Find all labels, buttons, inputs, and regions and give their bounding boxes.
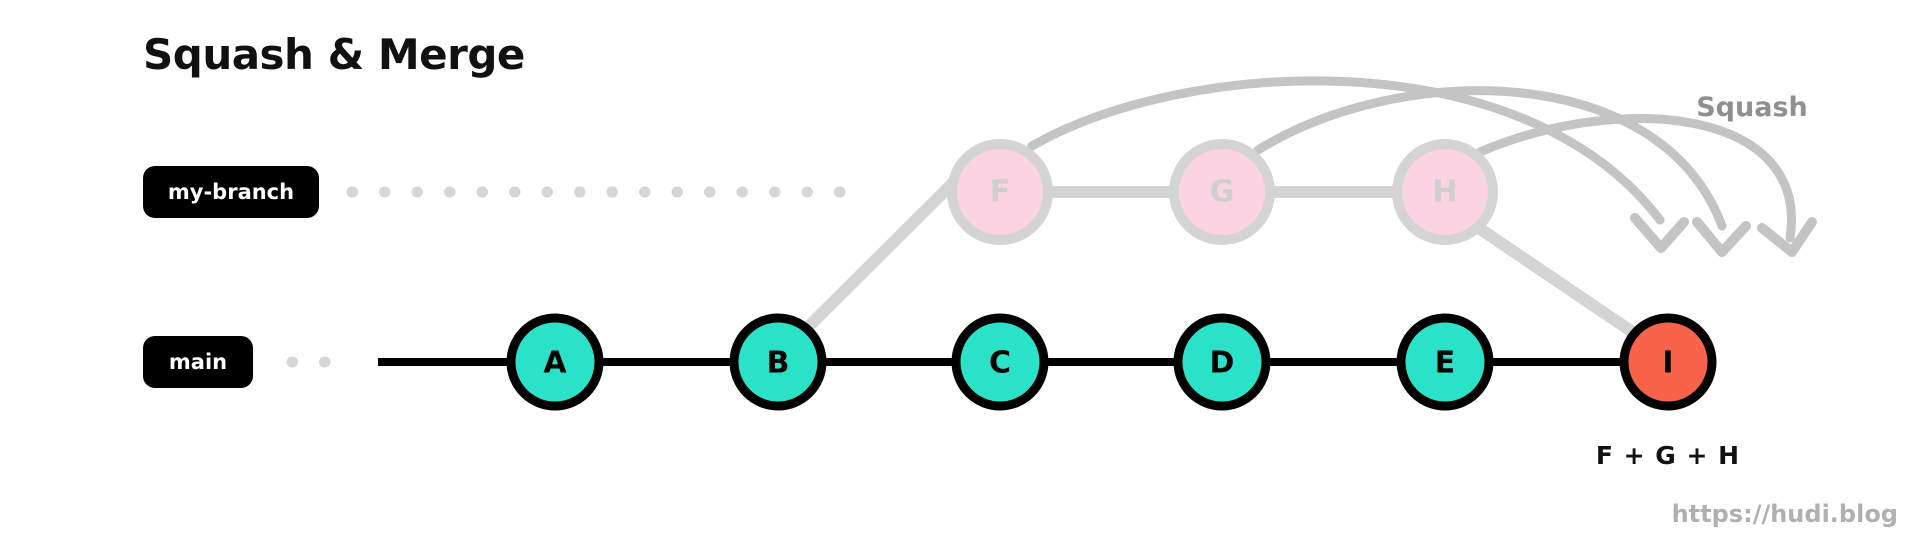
main-commit-C[interactable]: C <box>951 313 1049 411</box>
branch-commit-F[interactable]: F <box>947 139 1053 245</box>
branch-label-main[interactable]: main <box>143 336 253 388</box>
squash-arrowheads <box>1630 213 1817 257</box>
main-commit-B[interactable]: B <box>729 313 827 411</box>
branch-commit-H[interactable]: H <box>1392 139 1498 245</box>
branch-commit-H-label: H <box>1432 175 1457 210</box>
main-commit-I-label: I <box>1662 346 1673 381</box>
main-commit-E-label: E <box>1435 346 1456 381</box>
main-commit-A[interactable]: A <box>506 313 604 411</box>
main-commit-A-label: A <box>543 346 567 381</box>
main-commit-E[interactable]: E <box>1396 313 1494 411</box>
branch-label-my-branch-text: my-branch <box>167 180 295 204</box>
main-commit-B-label: B <box>767 346 790 381</box>
main-commit-C-label: C <box>989 346 1011 381</box>
squash-arrow-curves <box>1027 76 1796 243</box>
watermark: https://hudi.blog <box>1671 500 1898 528</box>
branch-commit-G[interactable]: G <box>1169 139 1275 245</box>
page-title: Squash & Merge <box>143 30 525 79</box>
branch-commit-F-label: F <box>990 175 1011 210</box>
squash-annotation-label: Squash <box>1696 92 1808 123</box>
branch-label-main-text: main <box>168 350 228 374</box>
branch-label-my-branch[interactable]: my-branch <box>143 166 319 218</box>
main-commit-I[interactable]: I <box>1619 313 1717 411</box>
squash-result-label: F + G + H <box>1596 441 1740 470</box>
main-commit-D-label: D <box>1210 346 1235 381</box>
branch-commit-G-label: G <box>1210 175 1235 210</box>
main-commit-D[interactable]: D <box>1173 313 1271 411</box>
